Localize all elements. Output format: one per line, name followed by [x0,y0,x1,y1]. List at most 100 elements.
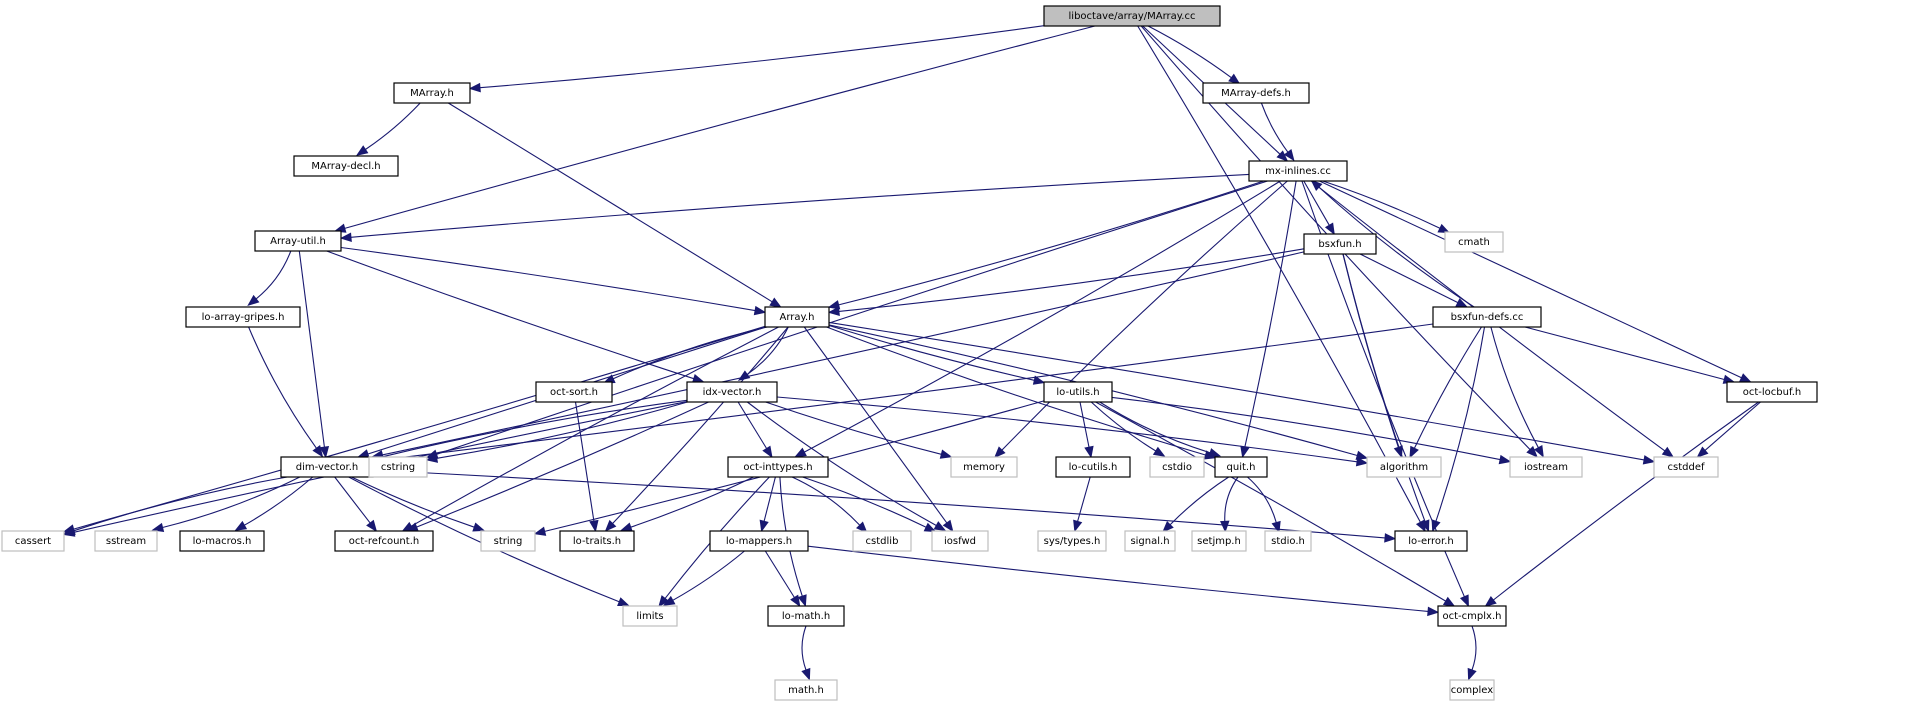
node-quit-h[interactable]: quit.h [1214,456,1268,478]
node-idx-vector[interactable]: idx-vector.h [686,381,778,403]
node-oct-inttypes[interactable]: oct-inttypes.h [727,456,829,478]
node-box[interactable] [1303,233,1377,255]
node-oct-refcount[interactable]: oct-refcount.h [334,530,434,552]
node-box[interactable] [535,381,613,403]
arrowhead-icon [1310,179,1323,191]
node-box[interactable] [767,605,845,627]
node-box[interactable] [1055,456,1131,478]
node-oct-cmplx[interactable]: oct-cmplx.h [1437,605,1507,627]
edge-line [351,476,475,528]
node-lo-error[interactable]: lo-error.h [1394,530,1468,552]
node-lo-array-gripes[interactable]: lo-array-gripes.h [185,306,301,328]
node-array-util[interactable]: Array-util.h [254,230,342,252]
node-bsxfun-defs[interactable]: bsxfun-defs.cc [1432,306,1542,328]
edge-line [326,250,694,380]
node-box[interactable] [709,530,809,552]
node-oct-locbuf[interactable]: oct-locbuf.h [1726,381,1818,403]
node-box [480,530,536,552]
node-setjmp-h: setjmp.h [1191,530,1247,552]
edge-array_util-to-array_h [340,246,767,316]
arrowhead-icon [759,519,769,533]
node-limits: limits [622,605,678,627]
node-box[interactable] [1043,381,1113,403]
edge-bsxfun_defs-to-algorithm [1409,326,1482,459]
node-lo-macros[interactable]: lo-macros.h [179,530,265,552]
arrowhead-icon [1427,606,1440,617]
node-lo-traits[interactable]: lo-traits.h [559,530,635,552]
node-lo-math[interactable]: lo-math.h [767,605,845,627]
node-box[interactable] [559,530,635,552]
edge-dim_vector-to-lo_error [372,469,1397,543]
node-box[interactable] [1248,160,1348,182]
edge-line [802,476,927,528]
arrowhead-icon [827,306,840,316]
node-box[interactable] [1726,381,1818,403]
node-label: dim-vector.h [296,462,359,473]
edge-lo_utils-to-oct_cmplx [1095,401,1456,607]
node-bsxfun-h[interactable]: bsxfun.h [1303,233,1377,255]
node-box[interactable] [1394,530,1468,552]
edges-layer [62,25,1761,681]
node-box[interactable] [334,530,434,552]
edge-line [1471,625,1477,671]
node-box[interactable] [686,381,778,403]
edge-line [1490,326,1539,448]
node-box[interactable] [185,306,301,328]
edge-mx_inlines-to-array_util [339,173,1250,242]
node-marray-defs[interactable]: MArray-defs.h [1202,82,1310,104]
node-box[interactable] [1432,306,1542,328]
edge-idx_vector-to-oct_refcount [406,401,709,532]
node-dim-vector[interactable]: dim-vector.h [280,456,374,478]
node-box [1653,456,1719,478]
node-iostream: iostream [1509,456,1583,478]
node-box[interactable] [764,306,830,328]
node-cmath: cmath [1444,231,1504,253]
node-box[interactable] [179,530,265,552]
edge-line [1169,476,1230,526]
edge-line [1147,25,1232,79]
arrowhead-icon [797,594,807,607]
node-lo-mappers[interactable]: lo-mappers.h [709,530,809,552]
edge-dim_vector-to-cassert [62,476,288,536]
node-root[interactable]: liboctave/array/MArray.cc [1043,5,1221,27]
node-label: signal.h [1130,536,1169,547]
node-marray-h[interactable]: MArray.h [393,82,471,104]
node-lo-cutils[interactable]: lo-cutils.h [1055,456,1131,478]
node-box[interactable] [393,82,471,104]
node-oct-sort[interactable]: oct-sort.h [535,381,613,403]
node-label: algorithm [1380,462,1428,473]
node-box[interactable] [1437,605,1507,627]
edge-line [1435,326,1486,522]
node-box [1037,530,1107,552]
node-box[interactable] [727,456,829,478]
node-box[interactable] [254,230,342,252]
node-array-h[interactable]: Array.h [764,306,830,328]
edge-line [828,321,1645,461]
edge-idx_vector-to-memory [765,401,953,459]
node-box[interactable] [1214,456,1268,478]
arrowhead-icon [1324,222,1335,236]
edge-line [1318,186,1475,308]
edge-oct_inttypes-to-lo_traits [619,476,754,532]
node-box [1191,530,1247,552]
arrowhead-icon [589,519,599,533]
node-marray-decl[interactable]: MArray-decl.h [293,155,399,177]
node-label: math.h [788,685,824,696]
node-box[interactable] [1043,5,1221,27]
edge-mx_inlines-to-bsxfun_h [1303,180,1335,236]
edge-idx_vector-to-dim_vector [371,399,688,462]
arrowhead-icon [1073,519,1083,533]
node-mx-inlines[interactable]: mx-inlines.cc [1248,160,1348,182]
node-box[interactable] [293,155,399,177]
arrowhead-icon [1084,445,1094,459]
node-lo-utils[interactable]: lo-utils.h [1043,381,1113,403]
arrowhead-icon [425,453,439,463]
edge-line [791,476,861,526]
edge-line [1342,253,1426,522]
node-box[interactable] [1202,82,1310,104]
edge-line [73,325,766,530]
node-label: cstdlib [866,536,899,547]
edge-oct_locbuf-to-oct_cmplx [1484,401,1759,608]
